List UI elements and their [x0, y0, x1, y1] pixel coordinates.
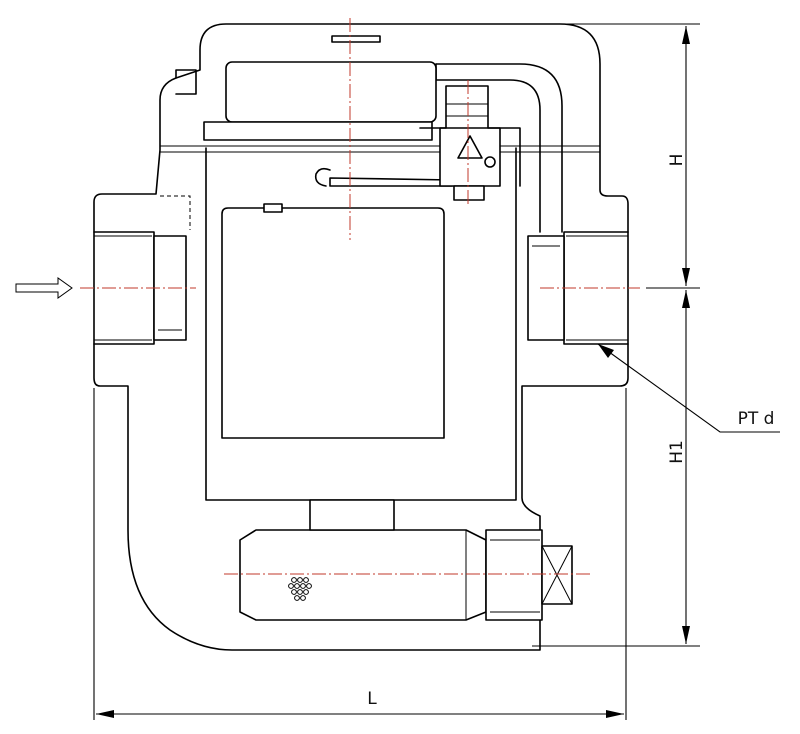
dimension-h1-label: H1	[667, 440, 687, 464]
port-callout-label: PT d	[738, 409, 775, 429]
port-leader-line	[597, 343, 780, 433]
top-boss	[175, 69, 197, 95]
body-outline	[93, 23, 629, 651]
valve-pin	[484, 156, 496, 168]
strainer-tube	[239, 529, 487, 621]
cover-plate	[203, 121, 433, 141]
strainer-cap	[485, 529, 543, 621]
valve-cone	[457, 135, 483, 159]
dimension-h-label: H	[667, 154, 687, 167]
outlet-channel	[435, 63, 541, 233]
float-bucket	[221, 207, 445, 439]
bell-cap	[225, 61, 437, 123]
top-plug	[331, 35, 381, 43]
strainer-holes	[288, 577, 312, 601]
dimension-l-label: L	[367, 689, 377, 709]
lever-arm	[329, 177, 453, 187]
flow-arrow-icon	[15, 277, 73, 299]
